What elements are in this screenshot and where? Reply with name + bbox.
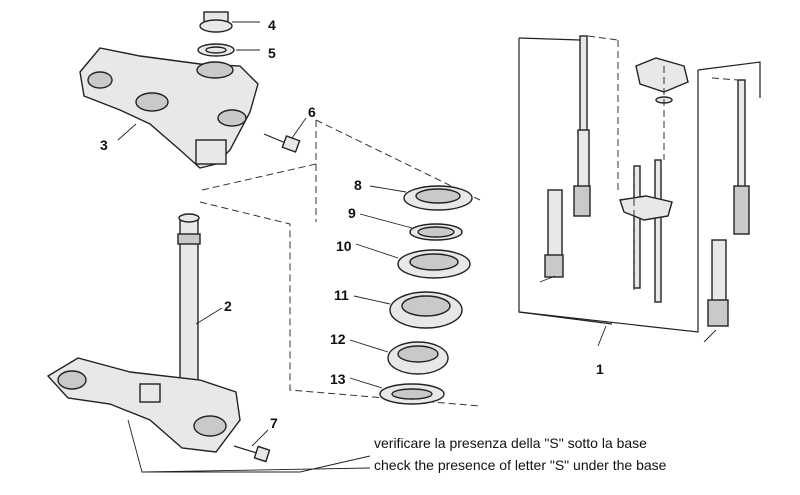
upper-triple-clamp bbox=[79, 47, 259, 169]
fork-assembly-panel bbox=[518, 37, 761, 333]
label-2: 2 bbox=[224, 298, 232, 314]
label-12: 12 bbox=[330, 331, 346, 347]
label-4: 4 bbox=[268, 17, 276, 33]
right-fork-leg bbox=[703, 77, 750, 343]
screw-6 bbox=[263, 133, 301, 153]
steering-stem bbox=[177, 213, 201, 401]
cap-nut bbox=[199, 11, 233, 33]
label-10: 10 bbox=[336, 238, 352, 254]
lower-triple-clamp bbox=[46, 357, 241, 453]
screw-7 bbox=[233, 445, 271, 463]
label-13: 13 bbox=[330, 371, 346, 387]
part-number-labels: 1 2 3 4 5 6 7 8 9 10 11 12 13 bbox=[100, 17, 604, 431]
label-6: 6 bbox=[308, 104, 316, 120]
label-8: 8 bbox=[354, 177, 362, 193]
label-7: 7 bbox=[270, 415, 278, 431]
leader-lines bbox=[117, 21, 607, 473]
note-block: verificare la presenza della "S" sotto l… bbox=[374, 435, 667, 473]
note-italian: verificare la presenza della "S" sotto l… bbox=[374, 435, 647, 451]
bearing-ring-stack bbox=[199, 119, 481, 407]
label-5: 5 bbox=[268, 45, 276, 61]
label-3: 3 bbox=[100, 137, 108, 153]
label-1: 1 bbox=[596, 361, 604, 377]
label-9: 9 bbox=[348, 205, 356, 221]
left-fork-leg bbox=[539, 35, 619, 283]
washer-5-hole bbox=[205, 46, 227, 54]
center-steering-parts bbox=[619, 57, 689, 303]
label-11: 11 bbox=[334, 287, 349, 303]
note-english: check the presence of letter "S" under t… bbox=[374, 457, 667, 473]
